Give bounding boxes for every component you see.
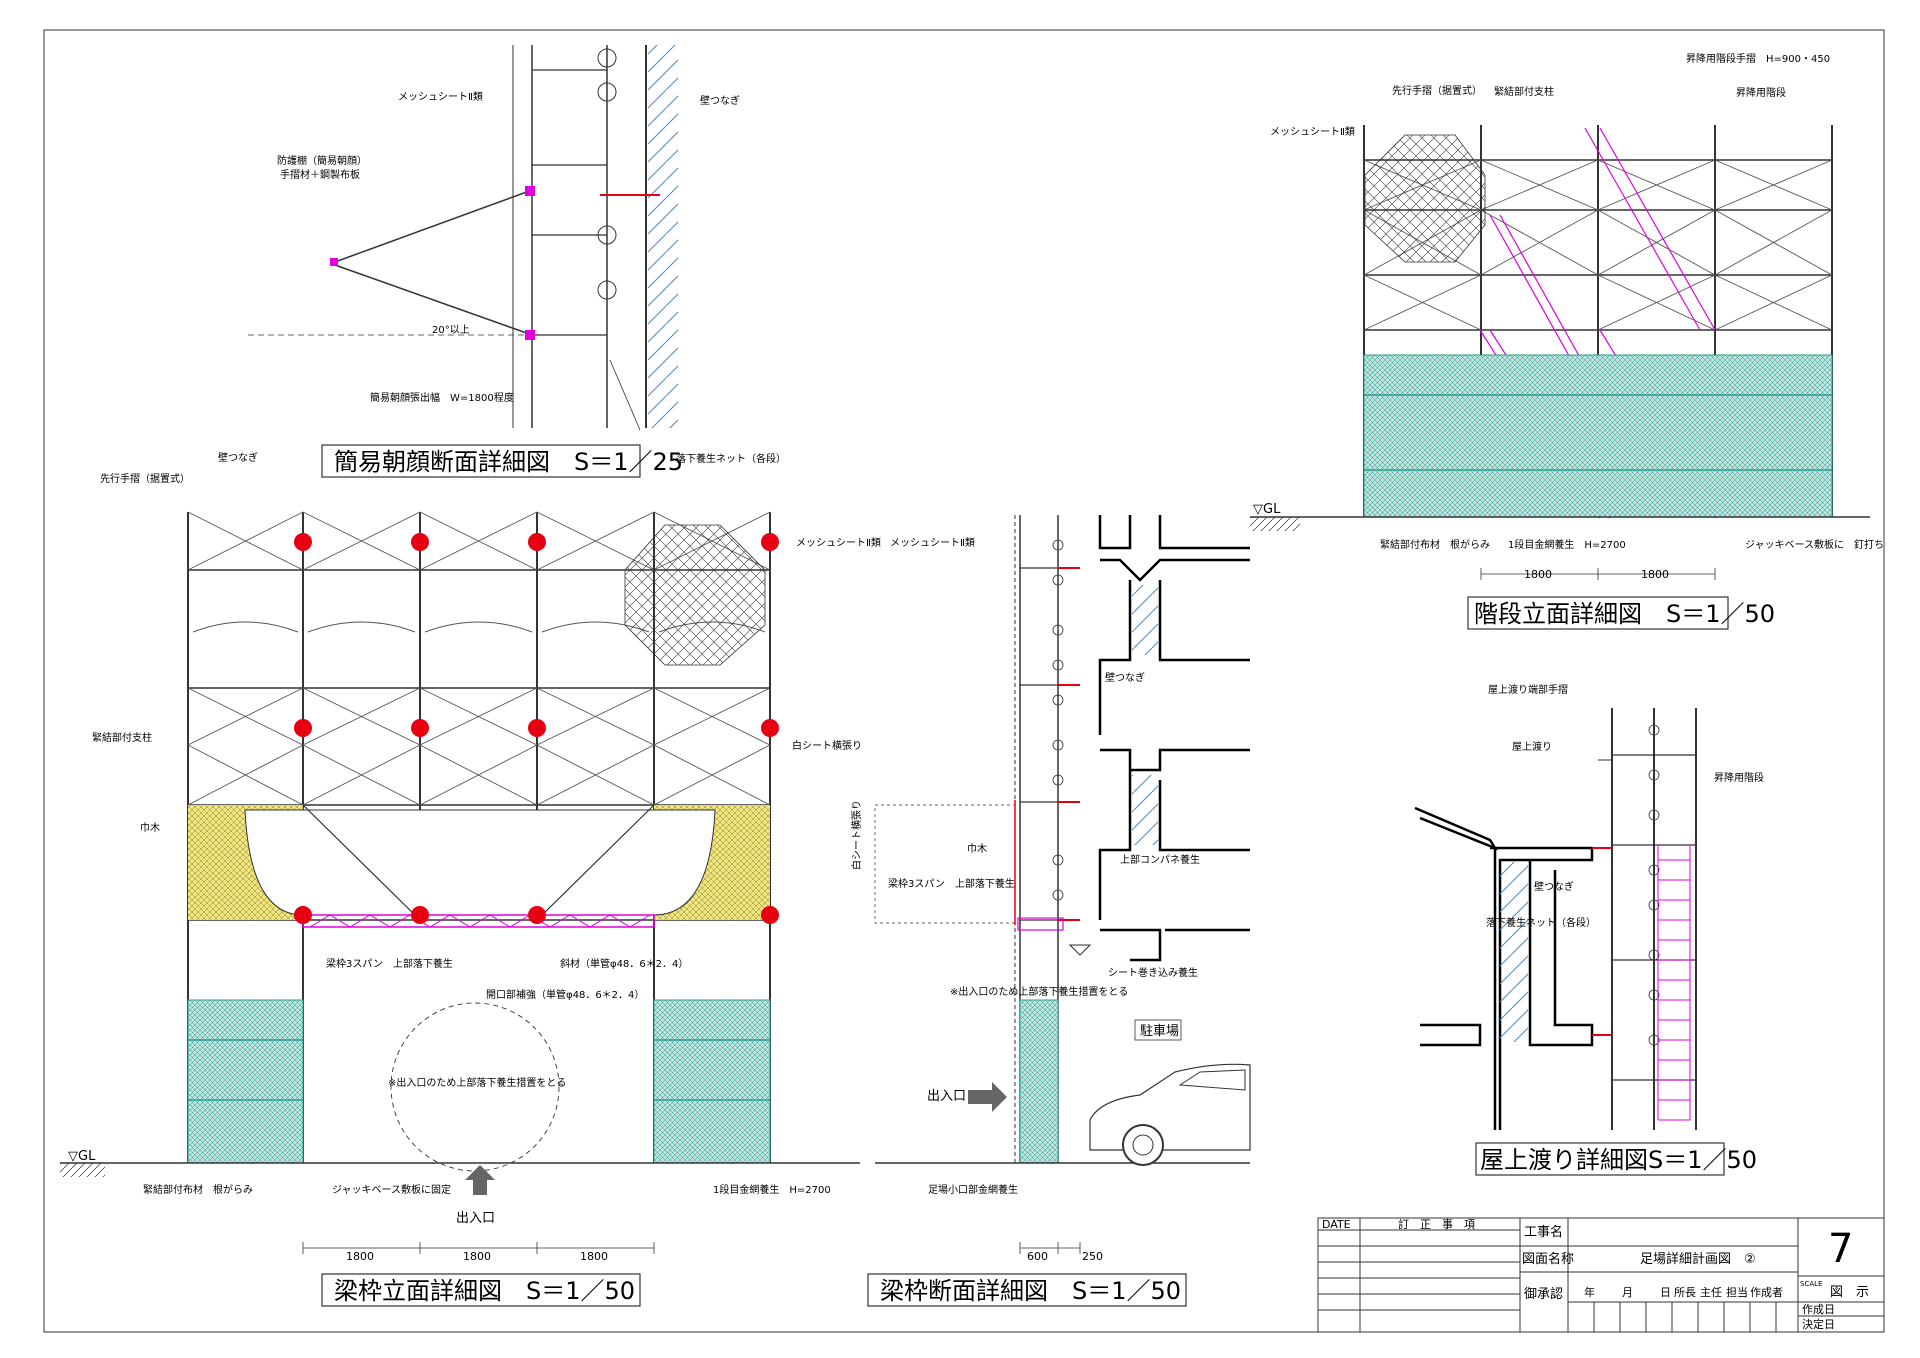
- stair-elevation-title: 階段立面詳細図 S＝1／50: [1474, 600, 1775, 628]
- tb-project-label: 工事名: [1524, 1224, 1563, 1240]
- roof-fall-net-label: 落下養生ネット（各段）: [1486, 916, 1596, 929]
- elev-mesh-label: メッシュシートⅡ類: [796, 537, 881, 549]
- canopy-fall-net-label: 落下養生ネット（各段）: [676, 452, 786, 465]
- title-block: [1317, 1217, 1885, 1333]
- sect-bottom-mesh-label: 足場小口部金網養生: [928, 1183, 1018, 1196]
- tb-scale-label: SCALE: [1800, 1280, 1822, 1288]
- elev-handrail-label: 先行手摺（据置式）: [100, 472, 190, 485]
- roof-crossing-label: 屋上渡り: [1512, 740, 1552, 753]
- sect-beam-cover-label: 梁枠3スパン 上部落下養生: [888, 877, 1015, 890]
- tb-col-lead: 主任: [1700, 1286, 1722, 1299]
- elev-dim-3: 1800: [580, 1250, 608, 1263]
- sect-wall-tie-label: 壁つなぎ: [1105, 671, 1145, 684]
- elev-gl-label: ▽GL: [68, 1149, 96, 1164]
- canopy-angle-label: 20°以上: [432, 324, 470, 336]
- roof-crossing-title: 屋上渡り詳細図S＝1／50: [1480, 1146, 1757, 1174]
- sect-entrance-label: 出入口: [927, 1089, 966, 1104]
- stair-handrail-label: 先行手摺（据置式）: [1392, 84, 1482, 97]
- stair-dim-2: 1800: [1641, 568, 1669, 581]
- tb-col-author: 作成者: [1750, 1286, 1783, 1299]
- canopy-guard-label-2: 手摺材＋鋼製布板: [280, 168, 360, 181]
- elev-jack-label: ジャッキベース敷板に固定: [332, 1183, 451, 1196]
- canopy-wall-tie-label: 壁つなぎ: [700, 94, 740, 107]
- sect-dim-2: 250: [1082, 1250, 1103, 1263]
- sect-dim-1: 600: [1027, 1250, 1048, 1263]
- stair-wire-mesh-label: 1段目金網養生 H=2700: [1508, 538, 1626, 551]
- tb-col-month: 月: [1622, 1286, 1633, 1299]
- roof-stair-label: 昇降用階段: [1714, 771, 1764, 784]
- tb-scale-value: 図 示: [1830, 1285, 1869, 1300]
- simple-canopy-section: [248, 45, 678, 431]
- elev-entrance-label: 出入口: [456, 1211, 495, 1226]
- canopy-section-title: 簡易朝顔断面詳細図 S＝1／25: [334, 448, 683, 476]
- stair-stair-label: 昇降用階段: [1736, 86, 1786, 99]
- tb-decided-date-label: 決定日: [1802, 1317, 1835, 1331]
- frame-section-title: 梁枠断面詳細図 S＝1／50: [880, 1277, 1181, 1305]
- frame-section-drawing: [874, 515, 1251, 1254]
- sheet-border: [43, 29, 1885, 1333]
- canopy-mesh-label: メッシュシートⅡ類: [398, 91, 483, 103]
- roof-wall-tie-label: 壁つなぎ: [1534, 880, 1574, 893]
- tb-col-year: 年: [1584, 1285, 1595, 1299]
- sect-mesh-label: メッシュシートⅡ類: [890, 537, 975, 549]
- tb-date-label: DATE: [1322, 1218, 1351, 1231]
- roof-crossing-drawing: [1414, 708, 1697, 1130]
- stair-mesh-label: メッシュシートⅡ類: [1270, 126, 1355, 138]
- tb-col-chief: 所長: [1674, 1286, 1696, 1299]
- elev-brace-label: 斜材（単管φ48．6＊2．4）: [560, 957, 688, 970]
- stair-post-label: 緊結部付支柱: [1494, 85, 1554, 98]
- elev-dim-1: 1800: [346, 1250, 374, 1263]
- elev-wire-mesh-label: 1段目金網養生 H=2700: [713, 1183, 831, 1196]
- frame-elevation-drawing: [60, 511, 860, 1254]
- elev-white-sheet-label: 白シート横張り: [792, 739, 862, 752]
- elev-post-label: 緊結部付支柱: [92, 731, 152, 744]
- stair-rail-label: 昇降用階段手摺 H=900・450: [1686, 52, 1830, 65]
- tb-approval-label: 御承認: [1524, 1286, 1563, 1302]
- tb-drawing-value: 足場詳細計画図 ②: [1640, 1251, 1756, 1267]
- tb-drawing-label: 図面名称: [1522, 1251, 1574, 1267]
- stair-jack-label: ジャッキベース敷板に 釘打ち: [1745, 538, 1884, 551]
- frame-elevation-title: 梁枠立面詳細図 S＝1／50: [334, 1277, 635, 1305]
- elev-wall-tie-label: 壁つなぎ: [218, 451, 258, 464]
- roof-end-rail-label: 屋上渡り端部手摺: [1488, 683, 1568, 696]
- sect-parking-label: 駐車場: [1140, 1024, 1179, 1039]
- tb-made-date-label: 作成日: [1802, 1303, 1835, 1316]
- sect-sheet-roll-label: シート巻き込み養生: [1108, 966, 1198, 979]
- stair-base-label: 緊結部付布材 根がらみ: [1380, 538, 1490, 551]
- tb-sheet-number: 7: [1828, 1226, 1853, 1272]
- canopy-guard-label-1: 防護棚（簡易朝顔）: [277, 154, 367, 167]
- elev-dim-2: 1800: [463, 1250, 491, 1263]
- sect-note: ※出入口のため上部落下養生措置をとる: [950, 985, 1128, 998]
- stair-gl-label: ▽GL: [1253, 502, 1281, 517]
- elev-base-label: 緊結部付布材 根がらみ: [143, 1183, 253, 1196]
- elev-habaki-label: 巾木: [140, 821, 160, 834]
- canopy-width-label: 簡易朝顔張出幅 W=1800程度: [370, 391, 514, 404]
- tb-col-day: 日: [1660, 1286, 1671, 1299]
- sect-habaki-label: 巾木: [967, 842, 987, 855]
- sect-top-panel-label: 上部コンパネ養生: [1120, 853, 1200, 866]
- tb-revision-label: 訂 正 事 項: [1398, 1217, 1475, 1231]
- elev-note: ※出入口のため上部落下養生措置をとる: [388, 1076, 566, 1089]
- tb-col-charge: 担当: [1726, 1285, 1748, 1299]
- stair-elevation-drawing: [1250, 125, 1870, 580]
- sect-white-sheet-label: 白シート横張り: [850, 800, 863, 870]
- stair-dim-1: 1800: [1524, 568, 1552, 581]
- elev-opening-label: 開口部補強（単管φ48．6＊2．4）: [486, 988, 644, 1001]
- elev-beam-cover-label: 梁枠3スパン 上部落下養生: [326, 957, 453, 970]
